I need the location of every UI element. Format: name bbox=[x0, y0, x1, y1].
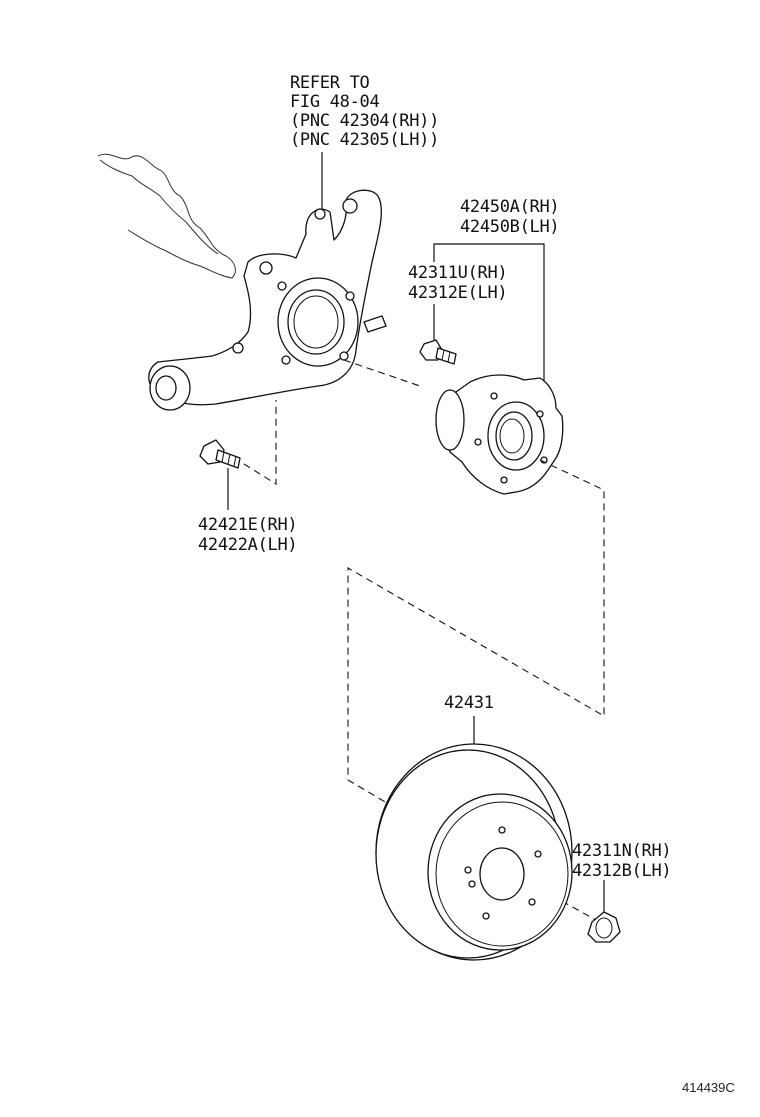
knuckle-bolt-rh-label: 42421E(RH) bbox=[198, 515, 298, 535]
vehicle-body-outline bbox=[97, 153, 236, 279]
vehicle-body-outline-2 bbox=[99, 159, 219, 255]
hub-bolt bbox=[419, 339, 457, 365]
hub-assembly-lh-label: 42450B(LH) bbox=[460, 217, 560, 237]
hub-assembly-rh-label: 42450A(RH) bbox=[460, 197, 560, 217]
knuckle-ref-line3: (PNC 42304(RH)) bbox=[290, 111, 440, 131]
hub-nut bbox=[587, 911, 621, 943]
disc-part-label: 42431 bbox=[444, 693, 494, 713]
steering-knuckle bbox=[148, 189, 387, 411]
hub-bolt-lh-label: 42312E(LH) bbox=[408, 283, 508, 303]
knuckle-bolt-dash bbox=[243, 400, 277, 485]
hub-nut-rh-label: 42311N(RH) bbox=[572, 841, 672, 861]
axle-hub-assembly bbox=[435, 374, 564, 495]
brake-disc bbox=[375, 743, 573, 961]
hub-center-dash bbox=[343, 359, 421, 387]
hub-nut-lh-label: 42312B(LH) bbox=[572, 861, 672, 881]
knuckle-ref-line4: (PNC 42305(LH)) bbox=[290, 130, 440, 150]
figure-id: 414439C bbox=[682, 1080, 735, 1095]
disc-hub-dash bbox=[347, 459, 605, 807]
hub-assembly-bracket bbox=[433, 243, 545, 392]
knuckle-ref-line1: REFER TO bbox=[290, 73, 370, 93]
knuckle-bolt bbox=[199, 439, 241, 469]
hub-bolt-rh-label: 42311U(RH) bbox=[408, 263, 508, 283]
knuckle-ref-line2: FIG 48-04 bbox=[290, 92, 380, 112]
knuckle-bolt-lh-label: 42422A(LH) bbox=[198, 535, 298, 555]
